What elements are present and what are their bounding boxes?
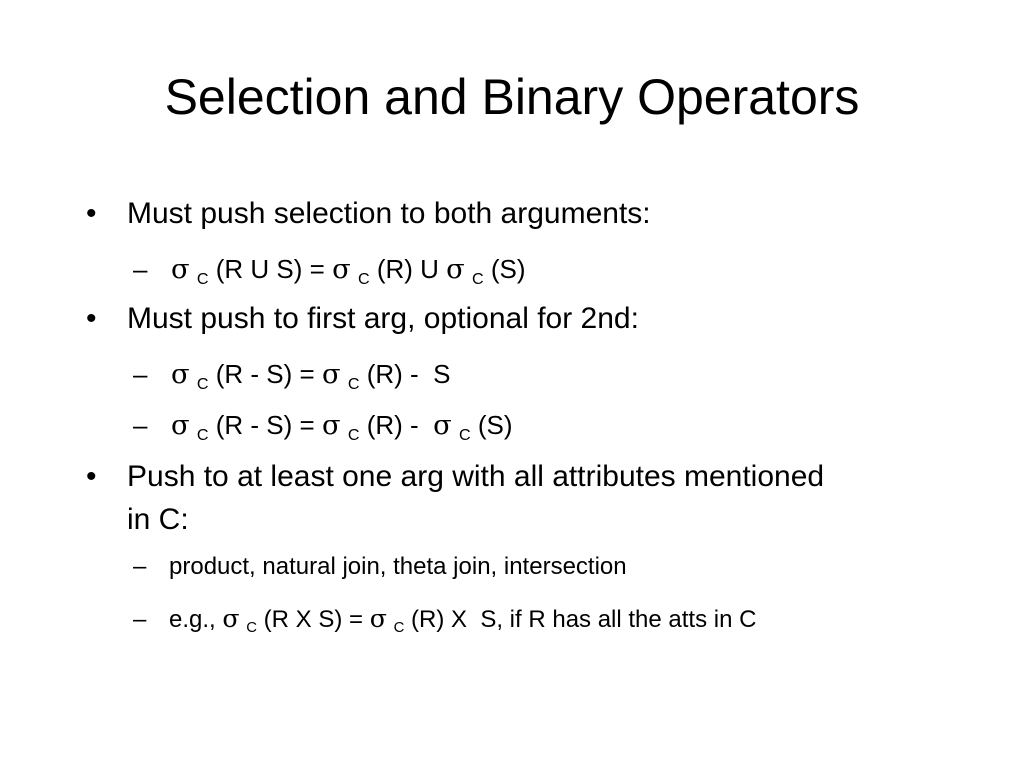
formula-segment: (R) U	[376, 254, 439, 284]
formula-segment: (S)	[477, 410, 513, 440]
subscript-c: C	[196, 269, 209, 288]
dash-glyph: –	[133, 359, 148, 389]
formula-segment: (R U S) =	[215, 254, 325, 284]
formula-segment: (R - S) =	[215, 410, 315, 440]
formula-segment: (R) X S, if R has all the atts in C	[411, 606, 757, 633]
formula-segment: (R X S) =	[263, 606, 364, 633]
subscript-c: C	[196, 425, 209, 444]
subscript-c: C	[459, 425, 471, 444]
sigma-symbol: σ	[433, 410, 452, 441]
sub-bullet-item: –σ C (R - S) = σ C (R) - σ C (S)	[133, 406, 913, 448]
subscript-c: C	[246, 620, 257, 637]
formula-segment: (R) -	[366, 410, 419, 440]
subscript-c: C	[357, 269, 370, 288]
subscript-c: C	[393, 620, 405, 637]
sub-bullet-item: –σ C (R - S) = σ C (R) - S	[133, 355, 913, 397]
sub-bullet-item: –σ C (R U S) = σ C (R) U σ C (S)	[133, 250, 913, 292]
dash-glyph: –	[133, 553, 147, 580]
bullet-text: Push to at least one arg with all attrib…	[127, 460, 825, 536]
sub-bullet-item: –product, natural join, theta join, inte…	[133, 548, 913, 586]
formula-prefix: e.g.,	[169, 606, 216, 633]
sigma-symbol: σ	[222, 604, 240, 633]
bullet-text: Must push selection to both arguments:	[127, 197, 651, 230]
bullet-glyph: •	[86, 460, 97, 493]
sigma-symbol: σ	[332, 254, 351, 285]
sigma-symbol: σ	[171, 254, 190, 285]
slide-title: Selection and Binary Operators	[164, 69, 860, 125]
sigma-symbol: σ	[171, 359, 190, 390]
bullet-item: • Push to at least one arg with all attr…	[86, 455, 846, 541]
sigma-symbol: σ	[446, 254, 465, 285]
subscript-c: C	[196, 374, 209, 393]
subscript-c: C	[347, 374, 360, 393]
formula-segment: (R) - S	[366, 359, 451, 389]
sigma-symbol: σ	[369, 604, 387, 633]
formula-segment: (R - S) =	[215, 359, 315, 389]
bullet-item: • Must push to first arg, optional for 2…	[86, 297, 846, 340]
sub-bullet-text: product, natural join, theta join, inter…	[169, 553, 627, 580]
bullet-text: Must push to first arg, optional for 2nd…	[127, 302, 639, 335]
dash-glyph: –	[133, 410, 148, 440]
subscript-c: C	[347, 425, 360, 444]
formula-segment: (S)	[490, 254, 526, 284]
dash-glyph: –	[133, 606, 147, 633]
sigma-symbol: σ	[171, 410, 190, 441]
dash-glyph: –	[133, 254, 148, 284]
sub-bullet-item: –e.g., σ C (R X S) = σ C (R) X S, if R h…	[133, 600, 913, 642]
bullet-glyph: •	[86, 302, 97, 335]
sigma-symbol: σ	[321, 359, 341, 390]
sigma-symbol: σ	[321, 410, 341, 441]
bullet-item: • Must push selection to both arguments:	[86, 192, 846, 235]
subscript-c: C	[472, 269, 484, 288]
bullet-glyph: •	[86, 197, 97, 230]
